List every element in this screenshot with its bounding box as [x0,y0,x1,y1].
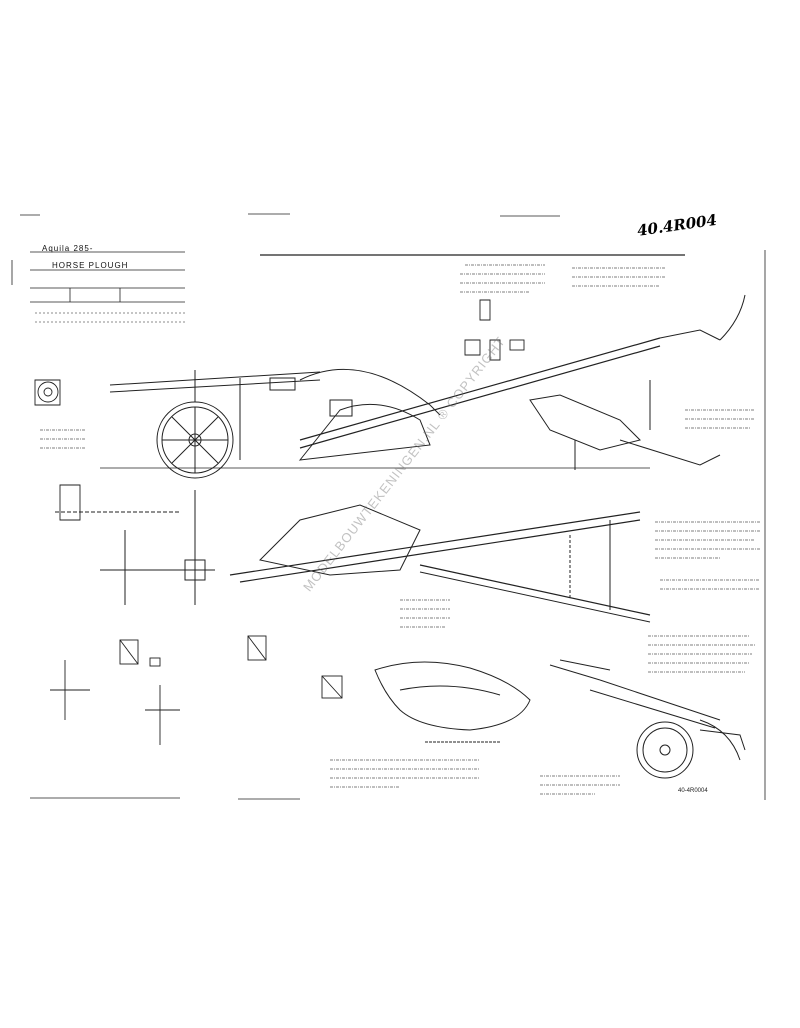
side-view-plough [100,294,746,479]
plan-view-plough [55,490,651,623]
sheet-border [11,213,766,800]
part-number: 40-4R0004 [678,788,708,794]
title-line-1: Aquila 285- [42,244,94,253]
note-lines [40,264,760,795]
detail-parts [34,299,525,745]
title-line-2: HORSE PLOUGH [52,261,129,270]
perspective-sketch [549,659,746,779]
title-block [30,251,185,323]
mouldboard-detail [374,661,531,743]
